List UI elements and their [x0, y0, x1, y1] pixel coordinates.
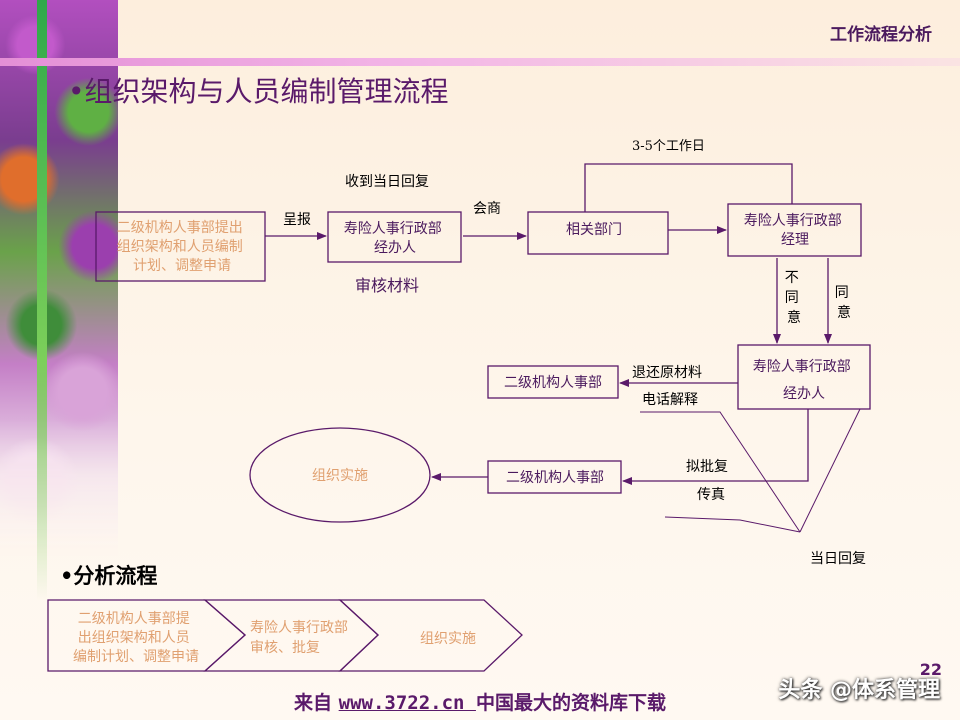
handler2-box — [737, 344, 871, 410]
dept-reply-text: 二级机构人事部 — [506, 470, 604, 486]
callout-same-day — [640, 411, 801, 533]
related-box — [527, 211, 669, 255]
label-same-day-reply: 当日回复 — [810, 550, 866, 567]
label-consult: 会商 — [473, 201, 501, 217]
label-receive-reply: 收到当日回复 — [345, 173, 429, 190]
page-title: •组织架构与人员编制管理流程 — [68, 75, 449, 108]
callout-same-day-3 — [799, 408, 861, 533]
apply-text: 二级机构人事部提出 组织架构和人员编制 计划、调整申请 — [117, 220, 247, 274]
decorative-horizontal-bar — [0, 58, 960, 66]
label-workdays: 3-5个工作日 — [632, 139, 705, 154]
dept-return-box — [487, 365, 619, 399]
label-submit: 呈报 — [283, 212, 311, 228]
footer-link[interactable]: www.3722.cn — [338, 692, 476, 714]
dept-return-text: 二级机构人事部 — [504, 375, 602, 391]
footer: 来自 www.3722.cn 中国最大的资料库下载 — [0, 688, 960, 715]
analysis-step-1-text: 二级机构人事部提 出组织架构和人员 编制计划、调整申请 — [73, 611, 199, 665]
handler1-text: 寿险人事行政部 经办人 — [344, 220, 446, 256]
decorative-floral-strip — [0, 0, 118, 560]
manager-box — [727, 203, 862, 257]
page-number: 22 — [919, 660, 942, 679]
analysis-step-3 — [338, 599, 523, 672]
decorative-vertical-bar — [37, 0, 47, 600]
label-return-material: 退还原材料 — [632, 365, 702, 381]
implement-text: 组织实施 — [312, 468, 368, 484]
section-header: 工作流程分析 — [830, 25, 932, 45]
label-disagree: 不 同 意 — [785, 270, 803, 326]
label-fax: 传真 — [697, 487, 725, 503]
related-text: 相关部门 — [566, 222, 622, 238]
footer-prefix: 来自 — [294, 692, 339, 714]
analysis-title: •分析流程 — [60, 563, 158, 588]
handler2-text: 寿险人事行政部 经办人 — [753, 358, 855, 402]
callout-same-day-2 — [664, 516, 801, 533]
line-workdays-loop — [584, 163, 793, 212]
implement-ellipse — [249, 427, 431, 523]
label-draft-reply: 拟批复 — [686, 458, 728, 475]
handler1-box — [327, 211, 462, 263]
footer-suffix: 中国最大的资料库下载 — [475, 692, 666, 714]
analysis-step-2-text: 寿险人事行政部 审核、批复 — [250, 619, 352, 656]
label-phone-explain: 电话解释 — [642, 392, 698, 408]
arrow-draft-reply — [622, 409, 809, 485]
label-review: 审核材料 — [355, 276, 419, 295]
apply-box — [95, 211, 266, 282]
manager-text: 寿险人事行政部 经理 — [744, 212, 846, 248]
watermark: 头条 @体系管理 — [778, 678, 940, 703]
analysis-step-3-text: 组织实施 — [420, 631, 476, 647]
label-agree: 同 意 — [835, 285, 853, 321]
